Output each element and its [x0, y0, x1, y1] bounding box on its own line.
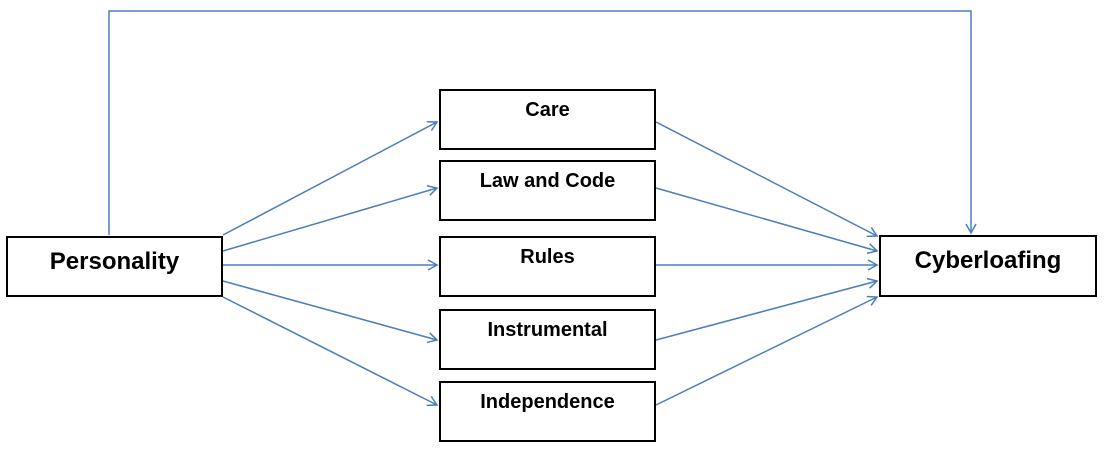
node-rules: Rules [439, 236, 656, 297]
arrow-care-to-cyberloafing [655, 121, 879, 238]
node-rules-label: Rules [520, 246, 575, 268]
node-care: Care [439, 89, 656, 150]
arrow-personality-to-law-and-code [222, 185, 439, 252]
node-cyberloafing-label: Cyberloafing [914, 247, 1062, 274]
arrow-personality-to-independence [222, 296, 439, 407]
node-cyberloafing: Cyberloafing [879, 235, 1097, 297]
node-instrumental: Instrumental [439, 309, 656, 370]
node-personality-label: Personality [49, 248, 180, 275]
arrow-personality-to-care [222, 121, 439, 236]
arrow-independence-to-cyberloafing [655, 295, 879, 406]
arrow-personality-to-cyberloafing-direct [108, 10, 977, 235]
arrow-law-and-code-to-cyberloafing [655, 187, 879, 255]
node-instrumental-label: Instrumental [487, 319, 608, 341]
node-independence-label: Independence [480, 391, 615, 413]
node-law-and-code-label: Law and Code [479, 170, 616, 192]
node-independence: Independence [439, 381, 656, 442]
node-personality: Personality [6, 236, 223, 297]
arrow-instrumental-to-cyberloafing [655, 277, 879, 341]
node-law-and-code: Law and Code [439, 160, 656, 221]
arrow-personality-to-instrumental [222, 280, 439, 344]
node-care-label: Care [525, 99, 570, 121]
